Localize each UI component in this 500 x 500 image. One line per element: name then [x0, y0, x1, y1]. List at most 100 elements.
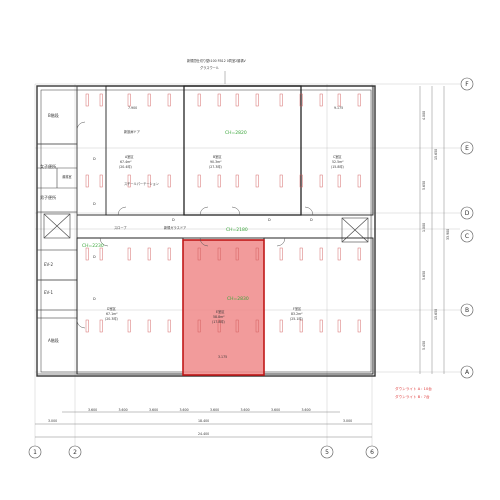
light-fixture — [279, 93, 283, 107]
light-fixture — [197, 319, 201, 333]
light-fixture — [147, 93, 151, 107]
light-fixture — [279, 174, 283, 188]
light-fixture — [299, 93, 303, 107]
light-fixture — [299, 319, 303, 333]
dim-right-bot: 5.450 — [422, 341, 426, 350]
light-fixture — [85, 174, 89, 188]
room-f-area: 83.2m² — [291, 312, 303, 316]
dim-right-total-bot: 15.650 — [434, 309, 438, 320]
room-d-tsubo: (20.3坪) — [105, 316, 118, 321]
svg-text:D: D — [93, 202, 96, 206]
dim-bottom-span: 3.600 — [149, 408, 158, 412]
light-fixture — [147, 174, 151, 188]
row-axis-bubbles: F E D C B A — [460, 77, 474, 379]
top-note-line1: 新規間仕切り壁t100 FB12 0同室2層構V — [187, 58, 247, 63]
room-a-name: A室区 — [125, 154, 134, 159]
column-axis-bubbles: 1 2 5 6 — [28, 445, 379, 459]
svg-text:D: D — [268, 218, 271, 222]
room-c[interactable]: C室区 52.5m² (15.8坪) — [331, 154, 344, 169]
door-markers: D D D D D D D — [93, 157, 313, 301]
room-e-area: 58.8m² — [213, 315, 225, 319]
legend-downlight-a: ダウンライト A : 10台 — [395, 386, 432, 391]
upper-rooms — [105, 85, 374, 216]
room-e-tsubo: (17.8坪) — [212, 319, 225, 324]
room-f[interactable]: F室区 83.2m² (25.1坪) — [290, 306, 303, 321]
svg-text:D: D — [93, 157, 96, 161]
dim-mid-span: 18.400 — [198, 419, 209, 423]
light-fixture — [167, 319, 171, 333]
ceiling-height-top: CH=2820 — [225, 130, 247, 136]
light-fixture — [235, 319, 239, 333]
right-dimensions — [419, 86, 445, 374]
room-label-ev1: EV-1 — [44, 290, 53, 295]
ceiling-height-bottom: CH=2830 — [227, 296, 249, 302]
room-label-a-stair: A階段 — [48, 337, 59, 343]
highlighted-room-e[interactable] — [182, 239, 265, 376]
legend-downlight-b: ダウンライト B : 7台 — [395, 394, 430, 399]
axis-label-row-c: C — [465, 233, 469, 240]
annotation-new-door: 新設扉ドア — [124, 129, 140, 134]
room-d[interactable]: D室区 67.1m² (20.3坪) — [105, 306, 118, 321]
ceiling-height-corridor: CH=2180 — [226, 227, 248, 233]
dim-room-top-left: 7.900 — [128, 106, 137, 110]
top-note-line2: グラスウール — [200, 65, 220, 70]
room-d-name: D室区 — [107, 306, 117, 311]
axis-label-col-2: 2 — [73, 449, 77, 456]
light-fixture — [279, 247, 283, 261]
light-fixture — [85, 93, 89, 107]
dim-right-mid2: 5.650 — [422, 271, 426, 280]
light-fixture — [279, 319, 283, 333]
light-fixture — [127, 174, 131, 188]
light-fixture — [319, 93, 323, 107]
light-fixture — [217, 247, 221, 261]
axis-label-row-d: D — [465, 210, 470, 217]
light-fixture — [235, 93, 239, 107]
room-label-janitor: 湯沸室 — [62, 174, 72, 179]
room-b[interactable]: B室区 90.3m² (27.3坪) — [209, 154, 222, 169]
svg-text:D: D — [172, 218, 175, 222]
light-fixture — [319, 174, 323, 188]
room-a[interactable]: A室区 67.4m² (20.4坪) — [119, 154, 134, 169]
light-fixture — [357, 93, 361, 107]
room-c-area: 52.5m² — [332, 160, 344, 164]
light-fixture — [357, 174, 361, 188]
light-fixture — [217, 93, 221, 107]
right-dimension-labels: 4.000 5.650 1.000 5.650 5.450 15.650 15.… — [422, 111, 450, 350]
room-e[interactable]: E室区 58.8m² (17.8坪) — [212, 309, 225, 324]
light-fixture — [319, 247, 323, 261]
dim-bottom-span: 3.600 — [241, 408, 250, 412]
room-label-women-wc: 女子便所 — [40, 163, 56, 169]
dim-right-d: 1.000 — [422, 223, 426, 232]
light-fixture — [337, 93, 341, 107]
light-fixture — [85, 247, 89, 261]
axis-label-col-6: 6 — [370, 449, 374, 456]
dim-right-span: 3.000 — [343, 419, 352, 423]
room-label-men-wc: 男子便所 — [40, 194, 56, 200]
light-fixture — [235, 174, 239, 188]
room-b-tsubo: (27.3坪) — [209, 164, 222, 169]
room-label-b-stair: B階段 — [48, 112, 59, 118]
light-fixture — [357, 247, 361, 261]
annotation-steel-partition: スチールパーテーション — [124, 181, 159, 186]
light-fixture — [299, 247, 303, 261]
door-swings — [76, 121, 314, 329]
ceiling-height-left: CH=2230 — [82, 243, 104, 249]
light-fixture — [319, 319, 323, 333]
light-fixture — [99, 93, 103, 107]
dim-bottom-span: 3.600 — [210, 408, 219, 412]
light-fixture — [357, 319, 361, 333]
light-fixture — [147, 319, 151, 333]
light-fixture — [167, 174, 171, 188]
dim-room-bottom: 3.175 — [218, 355, 227, 359]
room-c-name: C室区 — [333, 154, 342, 159]
svg-text:D: D — [93, 297, 96, 301]
dim-bottom-span: 3.600 — [180, 408, 189, 412]
light-fixture — [85, 319, 89, 333]
room-e-name: E室区 — [216, 309, 225, 314]
annotation-slope: スロープ — [114, 225, 127, 230]
dim-bottom-span: 3.600 — [88, 408, 97, 412]
room-d-area: 67.1m² — [106, 312, 118, 316]
dim-bottom-span: 3.600 — [119, 408, 128, 412]
